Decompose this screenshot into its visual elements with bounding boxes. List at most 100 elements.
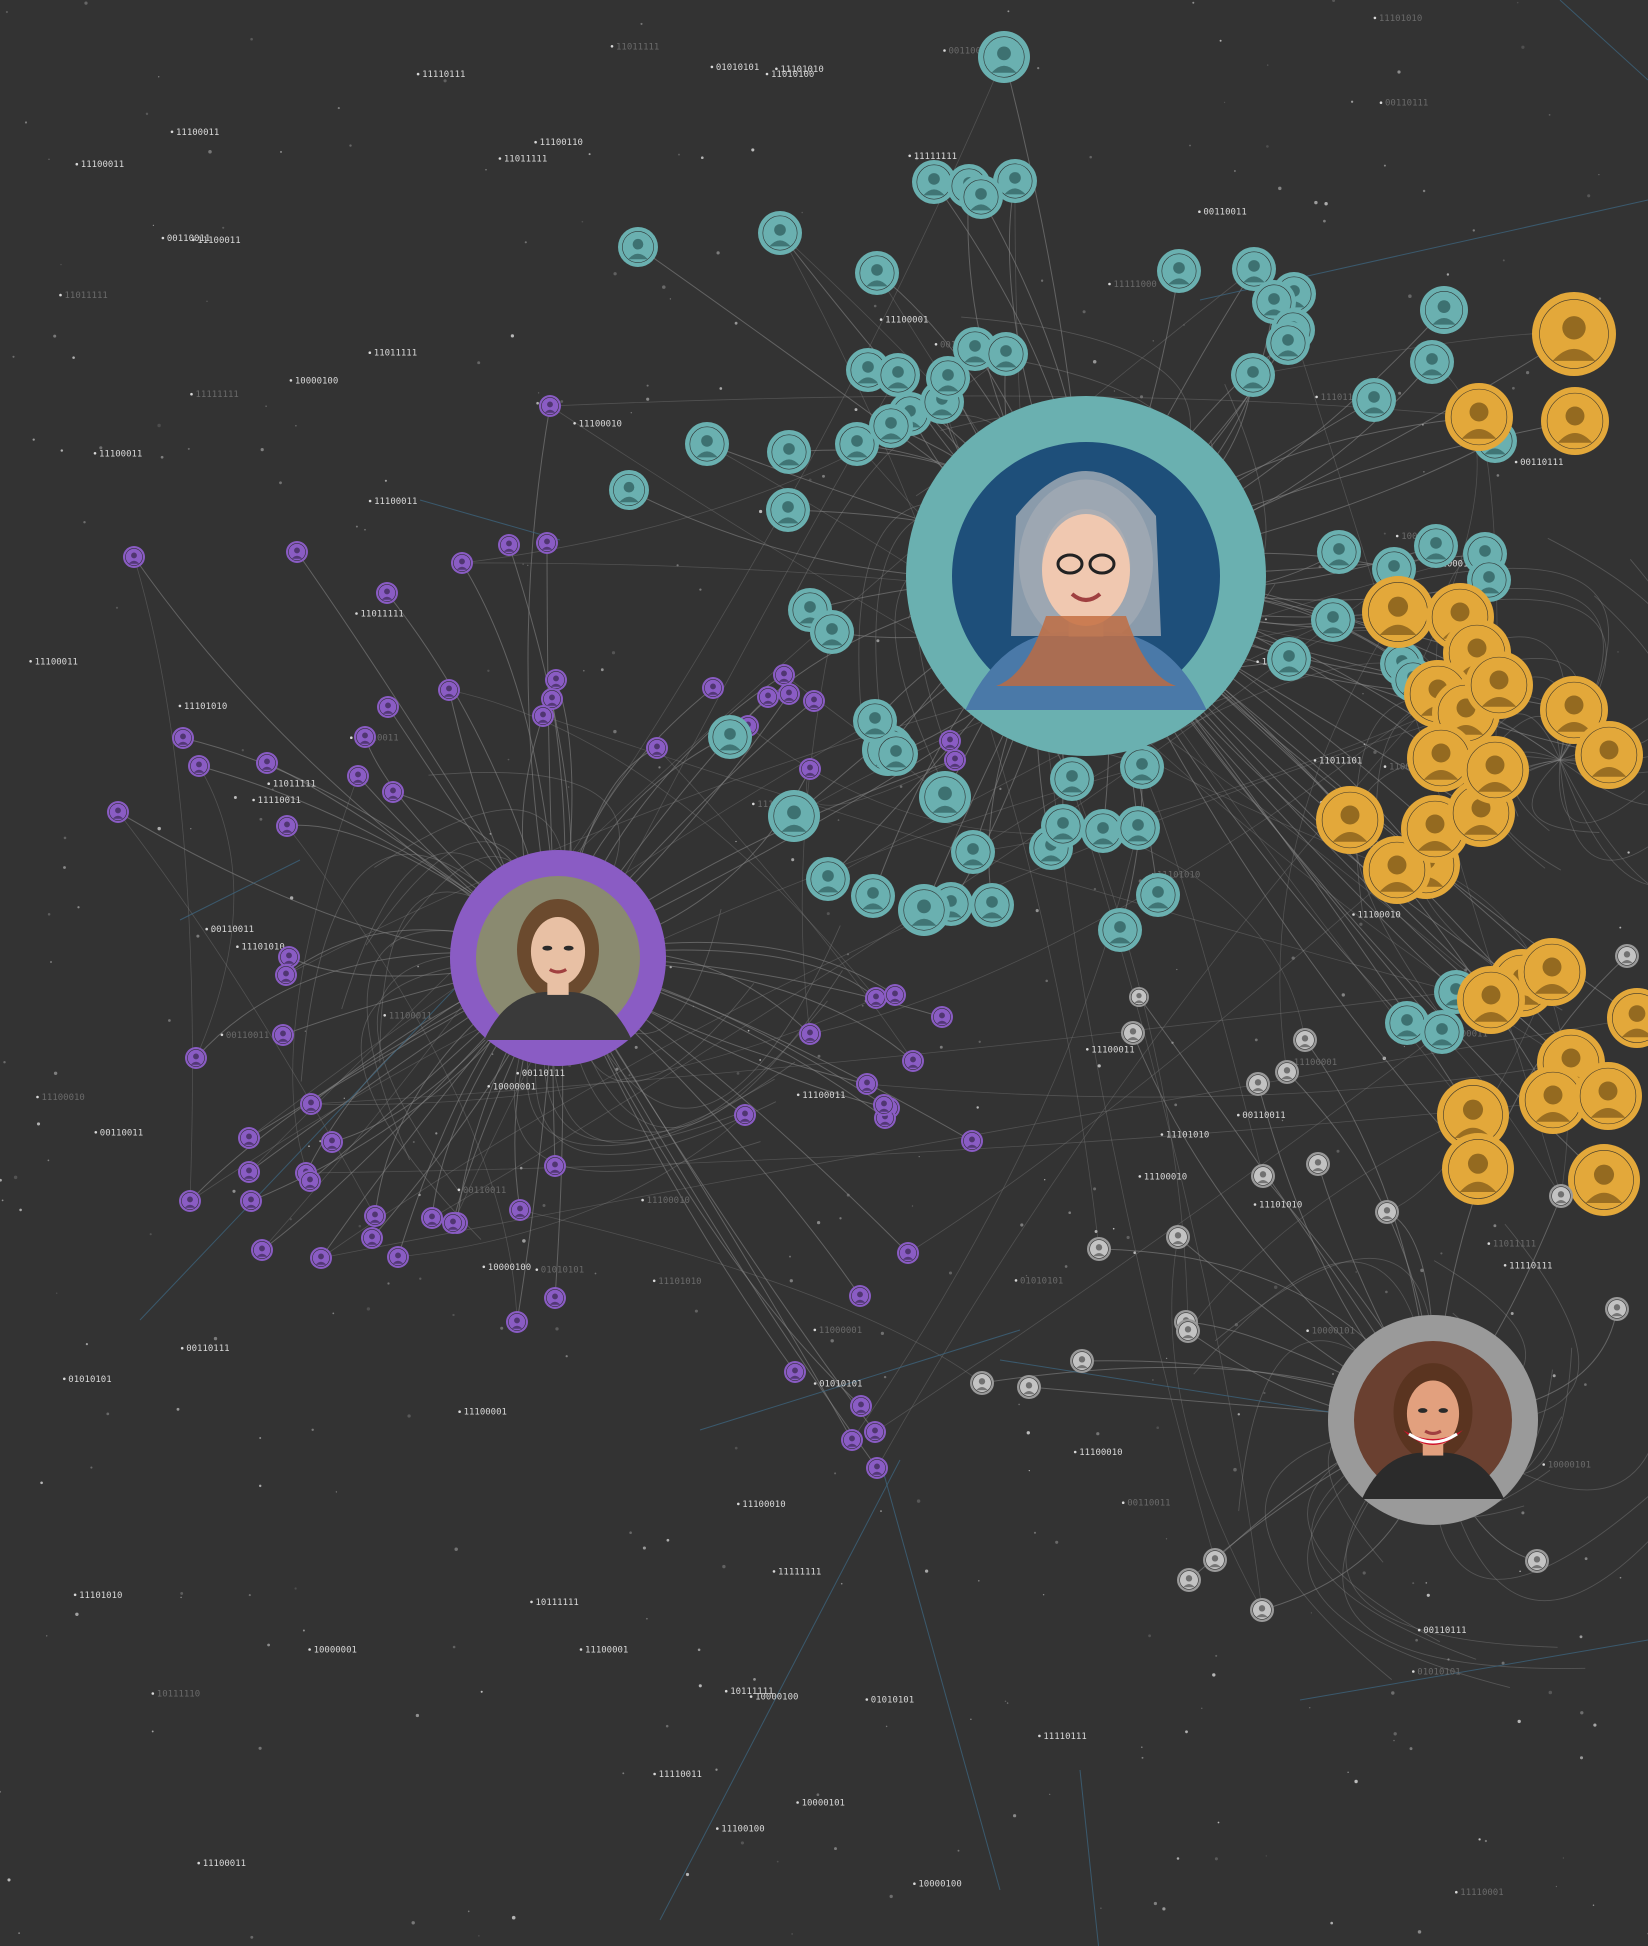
purple-node-avatar-icon[interactable] xyxy=(865,987,887,1009)
purple-node-avatar-icon[interactable] xyxy=(850,1395,872,1417)
teal-node-avatar-icon[interactable] xyxy=(970,883,1014,927)
purple-node-avatar-icon[interactable] xyxy=(544,1155,566,1177)
purple-node-avatar-icon[interactable] xyxy=(256,752,278,774)
gray-node-avatar-icon[interactable] xyxy=(1087,1237,1111,1261)
teal-node-avatar-icon[interactable] xyxy=(855,251,899,295)
purple-node-avatar-icon[interactable] xyxy=(442,1212,464,1234)
purple-node-avatar-icon[interactable] xyxy=(321,1131,343,1153)
teal-node-avatar-icon[interactable] xyxy=(993,159,1037,203)
purple-node-avatar-icon[interactable] xyxy=(286,541,308,563)
purple-node-avatar-icon[interactable] xyxy=(702,677,724,699)
gold-node-avatar-icon[interactable] xyxy=(1519,1066,1587,1134)
gold-node-avatar-icon[interactable] xyxy=(1574,1062,1642,1130)
purple-node-avatar-icon[interactable] xyxy=(539,395,561,417)
teal-node-avatar-icon[interactable] xyxy=(708,715,752,759)
purple-node-avatar-icon[interactable] xyxy=(185,1047,207,1069)
purple-node-avatar-icon[interactable] xyxy=(498,534,520,556)
teal-node-avatar-icon[interactable] xyxy=(898,884,950,936)
teal-node-avatar-icon[interactable] xyxy=(767,430,811,474)
purple-node-avatar-icon[interactable] xyxy=(773,664,795,686)
gray-node-avatar-icon[interactable] xyxy=(1275,1060,1299,1084)
purple-node-avatar-icon[interactable] xyxy=(864,1421,886,1443)
purple-node-avatar-icon[interactable] xyxy=(251,1239,273,1261)
teal-node-avatar-icon[interactable] xyxy=(1420,286,1468,334)
gold-node-avatar-icon[interactable] xyxy=(1407,724,1475,792)
teal-node-avatar-icon[interactable] xyxy=(618,227,658,267)
gray-node-avatar-icon[interactable] xyxy=(1306,1152,1330,1176)
purple-node-avatar-icon[interactable] xyxy=(506,1311,528,1333)
purple-node-avatar-icon[interactable] xyxy=(123,546,145,568)
purple-node-avatar-icon[interactable] xyxy=(240,1190,262,1212)
teal-node-avatar-icon[interactable] xyxy=(609,470,649,510)
purple-node-avatar-icon[interactable] xyxy=(276,815,298,837)
teal-node-avatar-icon[interactable] xyxy=(806,857,850,901)
purple-node-avatar-icon[interactable] xyxy=(931,1006,953,1028)
purple-node-avatar-icon[interactable] xyxy=(238,1161,260,1183)
teal-node-avatar-icon[interactable] xyxy=(1266,321,1310,365)
gray-node-avatar-icon[interactable] xyxy=(1121,1021,1145,1045)
teal-node-avatar-icon[interactable] xyxy=(768,790,820,842)
purple-node-avatar-icon[interactable] xyxy=(536,532,558,554)
teal-node-avatar-icon[interactable] xyxy=(835,422,879,466)
purple-node-avatar-icon[interactable] xyxy=(451,552,473,574)
teal-node-avatar-icon[interactable] xyxy=(1029,826,1073,870)
purple-node-avatar-icon[interactable] xyxy=(757,686,779,708)
gray-node-avatar-icon[interactable] xyxy=(1177,1568,1201,1592)
purple-node-avatar-icon[interactable] xyxy=(364,1205,386,1227)
purple-node-avatar-icon[interactable] xyxy=(310,1247,332,1269)
teal-node-avatar-icon[interactable] xyxy=(1420,1010,1464,1054)
purple-node-avatar-icon[interactable] xyxy=(944,749,966,771)
teal-node-avatar-icon[interactable] xyxy=(874,732,918,776)
gray-node-avatar-icon[interactable] xyxy=(1549,1184,1573,1208)
gold-node-avatar-icon[interactable] xyxy=(1445,383,1513,451)
purple-node-avatar-icon[interactable] xyxy=(347,765,369,787)
purple-node-avatar-icon[interactable] xyxy=(238,1127,260,1149)
purple-node-avatar-icon[interactable] xyxy=(803,690,825,712)
gray-node-avatar-icon[interactable] xyxy=(1166,1225,1190,1249)
teal-node-avatar-icon[interactable] xyxy=(876,353,920,397)
teal-node-avatar-icon[interactable] xyxy=(1157,249,1201,293)
purple-node-avatar-icon[interactable] xyxy=(799,1023,821,1045)
teal-node-avatar-icon[interactable] xyxy=(1385,1001,1429,1045)
gray-node-avatar-icon[interactable] xyxy=(1525,1549,1549,1573)
purple-node-avatar-icon[interactable] xyxy=(387,1246,409,1268)
teal-node-avatar-icon[interactable] xyxy=(951,830,995,874)
gray-node-avatar-icon[interactable] xyxy=(1251,1164,1275,1188)
purple-node-avatar-icon[interactable] xyxy=(784,1361,806,1383)
teal-node-avatar-icon[interactable] xyxy=(685,422,729,466)
teal-node-avatar-icon[interactable] xyxy=(1231,353,1275,397)
purple-node-avatar-icon[interactable] xyxy=(421,1207,443,1229)
gray-node-avatar-icon[interactable] xyxy=(1176,1319,1200,1343)
purple-node-avatar-icon[interactable] xyxy=(278,946,300,968)
purple-node-avatar-icon[interactable] xyxy=(438,679,460,701)
teal-node-avatar-icon[interactable] xyxy=(1317,530,1361,574)
purple-node-avatar-icon[interactable] xyxy=(939,730,961,752)
gray-node-avatar-icon[interactable] xyxy=(1615,944,1639,968)
purple-node-avatar-icon[interactable] xyxy=(873,1094,895,1116)
purple-node-avatar-icon[interactable] xyxy=(172,727,194,749)
teal-node-avatar-icon[interactable] xyxy=(1050,757,1094,801)
teal-node-avatar-icon[interactable] xyxy=(1136,873,1180,917)
gold-node-avatar-icon[interactable] xyxy=(1457,966,1525,1034)
gold-node-avatar-icon[interactable] xyxy=(1532,292,1616,376)
gray-node-avatar-icon[interactable] xyxy=(1375,1200,1399,1224)
teal-node-avatar-icon[interactable] xyxy=(1252,280,1296,324)
teal-hub-portrait-icon[interactable] xyxy=(906,396,1266,756)
teal-node-avatar-icon[interactable] xyxy=(1410,340,1454,384)
purple-node-avatar-icon[interactable] xyxy=(354,726,376,748)
teal-node-avatar-icon[interactable] xyxy=(912,160,956,204)
purple-node-avatar-icon[interactable] xyxy=(509,1199,531,1221)
purple-node-avatar-icon[interactable] xyxy=(107,801,129,823)
teal-node-avatar-icon[interactable] xyxy=(1041,804,1085,848)
gold-node-avatar-icon[interactable] xyxy=(1316,786,1384,854)
purple-node-avatar-icon[interactable] xyxy=(361,1227,383,1249)
teal-node-avatar-icon[interactable] xyxy=(758,211,802,255)
purple-node-avatar-icon[interactable] xyxy=(299,1170,321,1192)
teal-node-avatar-icon[interactable] xyxy=(1116,806,1160,850)
purple-node-avatar-icon[interactable] xyxy=(272,1024,294,1046)
gray-node-avatar-icon[interactable] xyxy=(1017,1375,1041,1399)
gray-node-avatar-icon[interactable] xyxy=(1129,987,1149,1007)
purple-node-avatar-icon[interactable] xyxy=(841,1429,863,1451)
teal-node-avatar-icon[interactable] xyxy=(1414,524,1458,568)
gray-node-avatar-icon[interactable] xyxy=(1250,1598,1274,1622)
